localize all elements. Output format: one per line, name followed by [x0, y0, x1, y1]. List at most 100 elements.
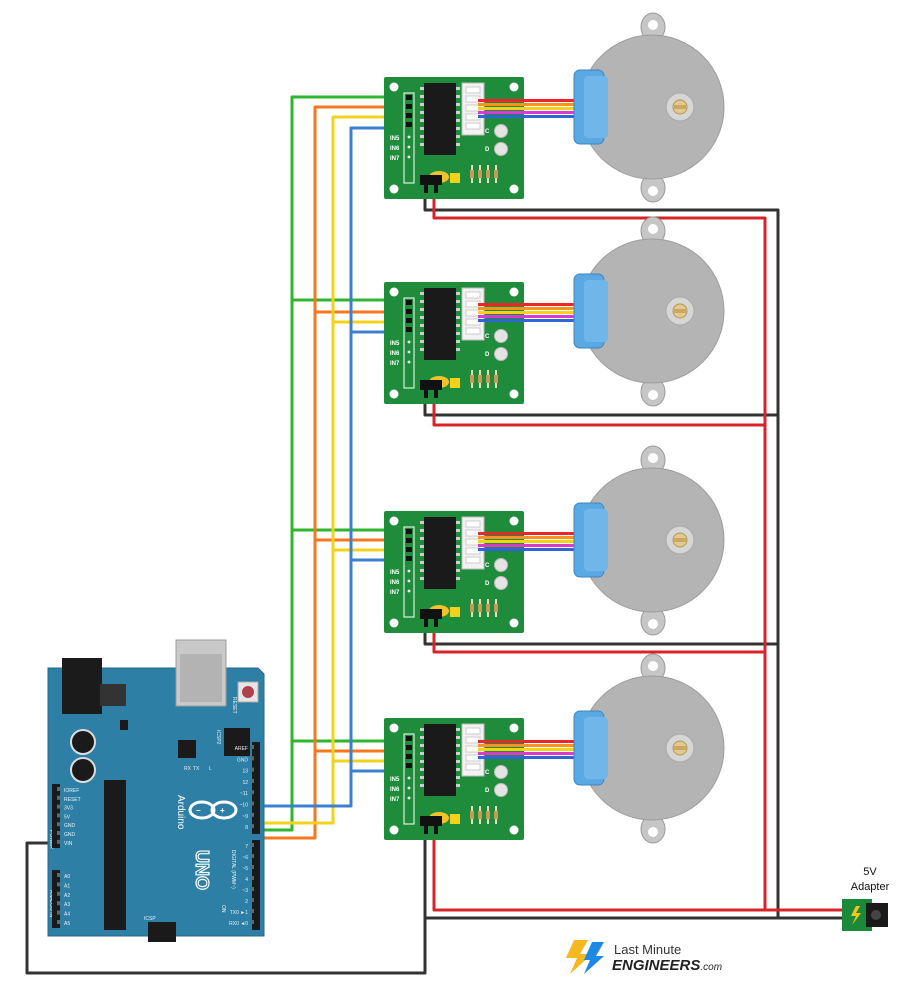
header-pin: [251, 887, 254, 891]
pin-label: RX0 ◄0: [229, 921, 248, 927]
l-label: L: [209, 766, 212, 772]
arduino-model: UNO: [192, 850, 212, 890]
pin-label: 8: [245, 825, 248, 831]
icsp2-label: ICSP2: [215, 730, 221, 745]
on-label: ON: [220, 905, 226, 913]
wire-red-power: [432, 188, 845, 912]
wire-orange: [262, 105, 412, 840]
icsp-label: ICSP: [144, 916, 156, 922]
reset-label: RESET: [231, 697, 237, 714]
pin-label: GND: [64, 832, 76, 838]
logo-line1: Last Minute: [614, 942, 681, 957]
dc-adapter: 5V Adapter: [842, 866, 890, 931]
in6-label: IN6: [390, 580, 400, 586]
atmega-chip: [104, 780, 126, 930]
pin-label: GND: [64, 823, 76, 829]
pin-label: 5V: [64, 814, 71, 820]
pin-label: A0: [64, 874, 70, 880]
driver-board-2: IN5 IN6 IN7 C D: [383, 281, 525, 405]
in7-label: IN7: [390, 361, 400, 367]
led-d-label: D: [485, 581, 490, 587]
bolt-icon: [566, 940, 592, 974]
icsp2-header: [224, 728, 250, 756]
header-pin: [251, 909, 254, 913]
header-pin: [251, 790, 254, 795]
header-pin: [251, 756, 254, 761]
led-c-label: C: [485, 334, 490, 340]
header-pin: [251, 824, 254, 829]
in5-label: IN5: [390, 570, 400, 576]
signal-wires: [262, 95, 412, 840]
header-pin: [57, 891, 60, 896]
pin-label: 2: [245, 899, 248, 905]
adapter-line1: 5V: [863, 866, 877, 878]
pin-label: ~10: [240, 803, 249, 809]
in7-label: IN7: [390, 797, 400, 803]
header-pin: [251, 812, 254, 817]
driver-board-4: IN5 IN6 IN7 C D: [383, 717, 525, 841]
last-minute-engineers-logo: Last Minute ENGINEERS.com: [566, 940, 722, 974]
pin-label: 4: [245, 877, 248, 883]
header-pin: [251, 745, 254, 749]
in7-label: IN7: [390, 590, 400, 596]
led-c-label: C: [485, 129, 490, 135]
in5-label: IN5: [390, 136, 400, 142]
led-c-label: C: [485, 563, 490, 569]
pin-label: ~9: [242, 814, 248, 820]
arduino-brand: Arduino: [175, 795, 186, 830]
in5-label: IN5: [390, 777, 400, 783]
rx-label: RX: [184, 766, 192, 772]
driver-board-3: IN5 IN6 IN7 C D: [383, 510, 525, 634]
led-d-label: D: [485, 788, 490, 794]
header-pin: [251, 767, 254, 772]
arduino-uno: RESET ICSP2 ICSP − + Arduino UNO ON DIGI…: [47, 639, 265, 942]
header-pin: [57, 910, 60, 915]
wire-yellow: [262, 115, 412, 825]
power-header: [52, 784, 60, 848]
pin-label: IOREF: [64, 788, 79, 794]
header-pin: [57, 787, 60, 791]
header-pin: [57, 813, 60, 818]
header-pin: [251, 778, 254, 783]
in6-label: IN6: [390, 351, 400, 357]
pin-label: AREF: [235, 746, 248, 752]
tx-label: TX: [193, 766, 200, 772]
header-pin: [251, 801, 254, 806]
in7-label: IN7: [390, 156, 400, 162]
pin-label: 7: [245, 844, 248, 850]
power-wires: [25, 188, 845, 975]
digital-header-top: [252, 742, 260, 834]
header-pin: [57, 795, 60, 800]
in6-label: IN6: [390, 146, 400, 152]
pin-label: A3: [64, 902, 70, 908]
header-pin: [57, 839, 60, 844]
header-pin: [251, 920, 254, 924]
pin-label: ~3: [242, 888, 248, 894]
header-pin: [57, 804, 60, 809]
led-d-label: D: [485, 352, 490, 358]
pin-label: A5: [64, 921, 70, 927]
icsp-header: [148, 922, 176, 942]
svg-text:−: −: [196, 806, 201, 815]
header-pin: [251, 854, 254, 858]
barrel-jack: [62, 658, 102, 714]
header-pin: [251, 843, 254, 847]
lightning-icon: [851, 906, 861, 925]
in6-label: IN6: [390, 787, 400, 793]
pin-label: GND: [237, 757, 249, 763]
pin-label: RESET: [64, 797, 81, 803]
wire-black-power: [423, 188, 845, 920]
header-pin: [57, 920, 60, 924]
header-pin: [57, 873, 60, 877]
header-pin: [251, 865, 254, 869]
pin-label: ~5: [242, 866, 248, 872]
logo-line2: ENGINEERS.com: [612, 957, 722, 974]
analog-header: [52, 870, 60, 928]
svg-text:+: +: [220, 806, 225, 815]
pin-label: 3V3: [64, 806, 73, 812]
pin-label: ~11: [240, 791, 248, 797]
